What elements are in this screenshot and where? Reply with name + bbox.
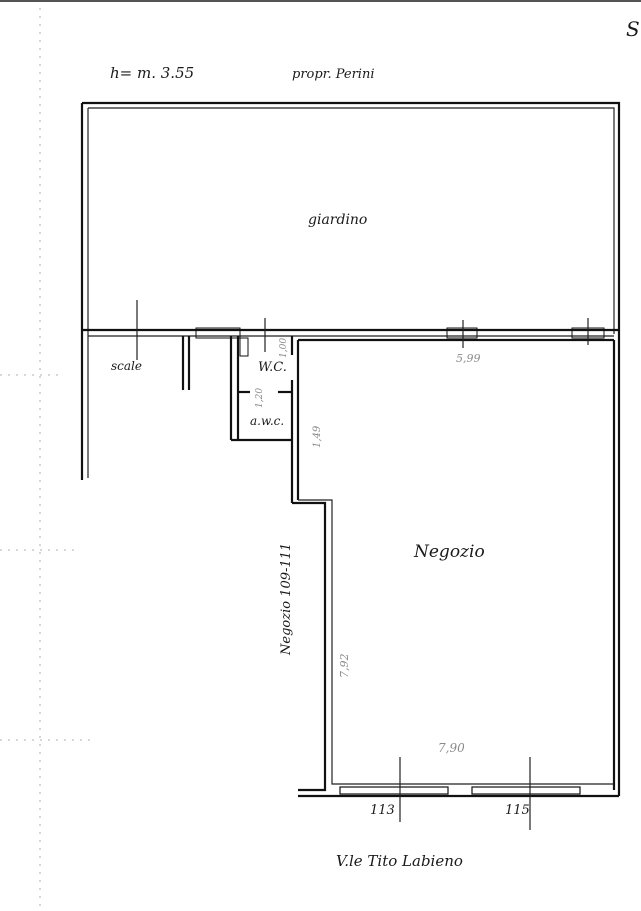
shop-label: Negozio <box>413 542 485 562</box>
left-window-dim: 113 <box>370 803 395 818</box>
dim-shop-depth: 7,92 <box>338 654 351 679</box>
right-window-dim: 115 <box>505 803 530 818</box>
neighbor-shop-label: Negozio 109-111 <box>279 543 294 656</box>
shop-outline <box>292 340 621 830</box>
dim-corridor-width: 1,49 <box>312 425 323 448</box>
dim-antibath-width: 1,20 <box>255 388 265 408</box>
owner-note: propr. Perini <box>292 67 375 82</box>
garden-outline <box>80 101 621 480</box>
wc-label: W.C. <box>258 360 287 375</box>
dim-shop-width-bottom: 7,90 <box>438 741 465 755</box>
garden-building-wall <box>82 300 619 360</box>
stairs-walls <box>181 336 191 390</box>
corner-mark: S <box>626 17 640 41</box>
dim-wc-width: 1,00 <box>279 338 289 358</box>
height-note: h= m. 3.55 <box>110 64 194 82</box>
street-name: V.le Tito Labieno <box>336 852 463 870</box>
garden-label: giardino <box>308 212 367 228</box>
antibath-label: a.w.c. <box>250 414 284 428</box>
dim-shop-width-top: 5,99 <box>456 352 481 365</box>
wc-walls <box>229 336 300 503</box>
stairs-label: scale <box>111 359 142 373</box>
